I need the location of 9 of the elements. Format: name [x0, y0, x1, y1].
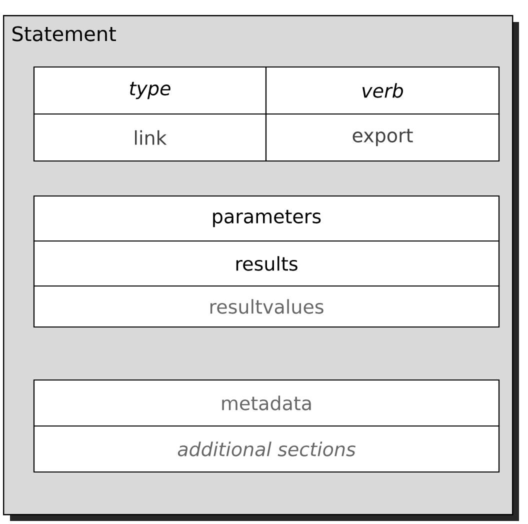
section-row: resultvalues	[33, 285, 500, 328]
section-row: results	[33, 240, 500, 287]
header-cell: type	[33, 66, 267, 115]
header-cell: verb	[265, 66, 500, 115]
section-row: parameters	[33, 195, 500, 242]
section-row: additional sections	[33, 425, 500, 473]
table-cell: export	[265, 113, 500, 162]
section-row: metadata	[33, 379, 500, 427]
table-cell: link	[33, 113, 267, 162]
